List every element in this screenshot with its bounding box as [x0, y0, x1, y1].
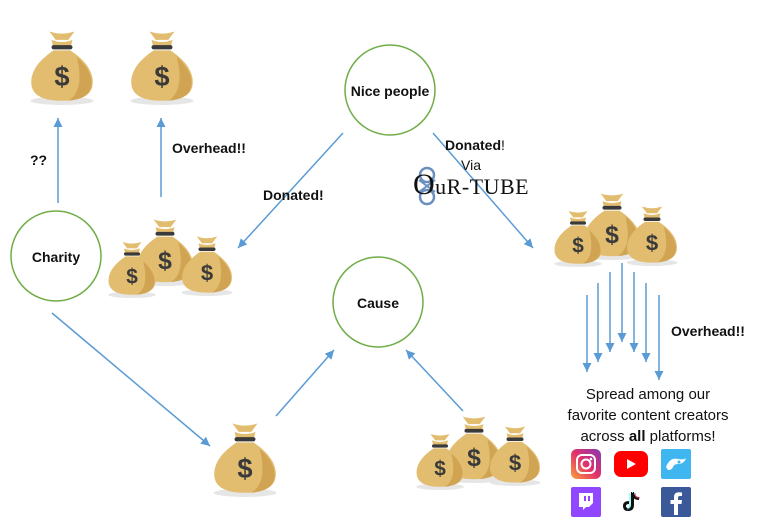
money-bag-bottom — [213, 423, 277, 497]
spread-line-2: favorite content creators — [567, 407, 729, 424]
spread-line-3-post: platforms! — [645, 428, 716, 445]
money-bag-top-left — [30, 31, 94, 106]
ourtube-logo-text: uR-TUBE — [435, 174, 530, 199]
money-bags-bottom-right — [416, 416, 541, 490]
ourtube-logo-mark — [418, 166, 436, 206]
donated-right-label: Donated! — [445, 137, 505, 153]
donated-right-bold: Donated — [445, 137, 501, 153]
spread-line-1: Spread among our — [585, 386, 711, 403]
spread-line-3: across all platforms! — [553, 426, 743, 447]
ourtube-logo-o: O — [413, 168, 436, 201]
donated-left-label: Donated! — [263, 187, 324, 203]
spread-line-3-bold: all — [628, 428, 646, 445]
tiktok-icon — [616, 487, 646, 517]
arrow-nice-to-donated-left — [237, 132, 344, 249]
money-bags-overhead-left — [108, 219, 233, 298]
question-label: ?? — [30, 152, 48, 168]
overhead-right-label: Overhead!! — [671, 323, 745, 339]
arrow-bag-to-cause — [275, 349, 335, 417]
spread-line-3-pre: across — [580, 428, 629, 445]
arrow-nice-to-donated-right — [432, 132, 534, 249]
arrow-charity-to-bag — [51, 312, 211, 447]
overhead-left-label: Overhead!! — [172, 140, 246, 156]
node-cause-label: Cause — [357, 295, 399, 311]
node-charity: Charity — [10, 210, 102, 302]
facebook-icon — [661, 487, 691, 517]
spread-text: Spread among our favorite content creato… — [553, 384, 743, 447]
donated-right-bang: ! — [501, 137, 505, 153]
via-label: Via — [461, 157, 481, 173]
node-cause: Cause — [332, 256, 424, 348]
node-charity-label: Charity — [32, 249, 80, 265]
node-nice-people: Nice people — [344, 44, 436, 136]
tipping-icon — [661, 449, 691, 479]
node-nice-people-label: Nice people — [351, 83, 430, 99]
youtube-icon — [614, 451, 648, 477]
money-bag-top-middle — [130, 31, 194, 106]
ourtube-logo: OuR-TUBE — [413, 166, 530, 206]
twitch-icon — [571, 487, 601, 517]
instagram-icon — [571, 449, 601, 479]
arrow-bags-to-cause — [405, 349, 464, 412]
money-bags-ourtube — [554, 193, 678, 267]
